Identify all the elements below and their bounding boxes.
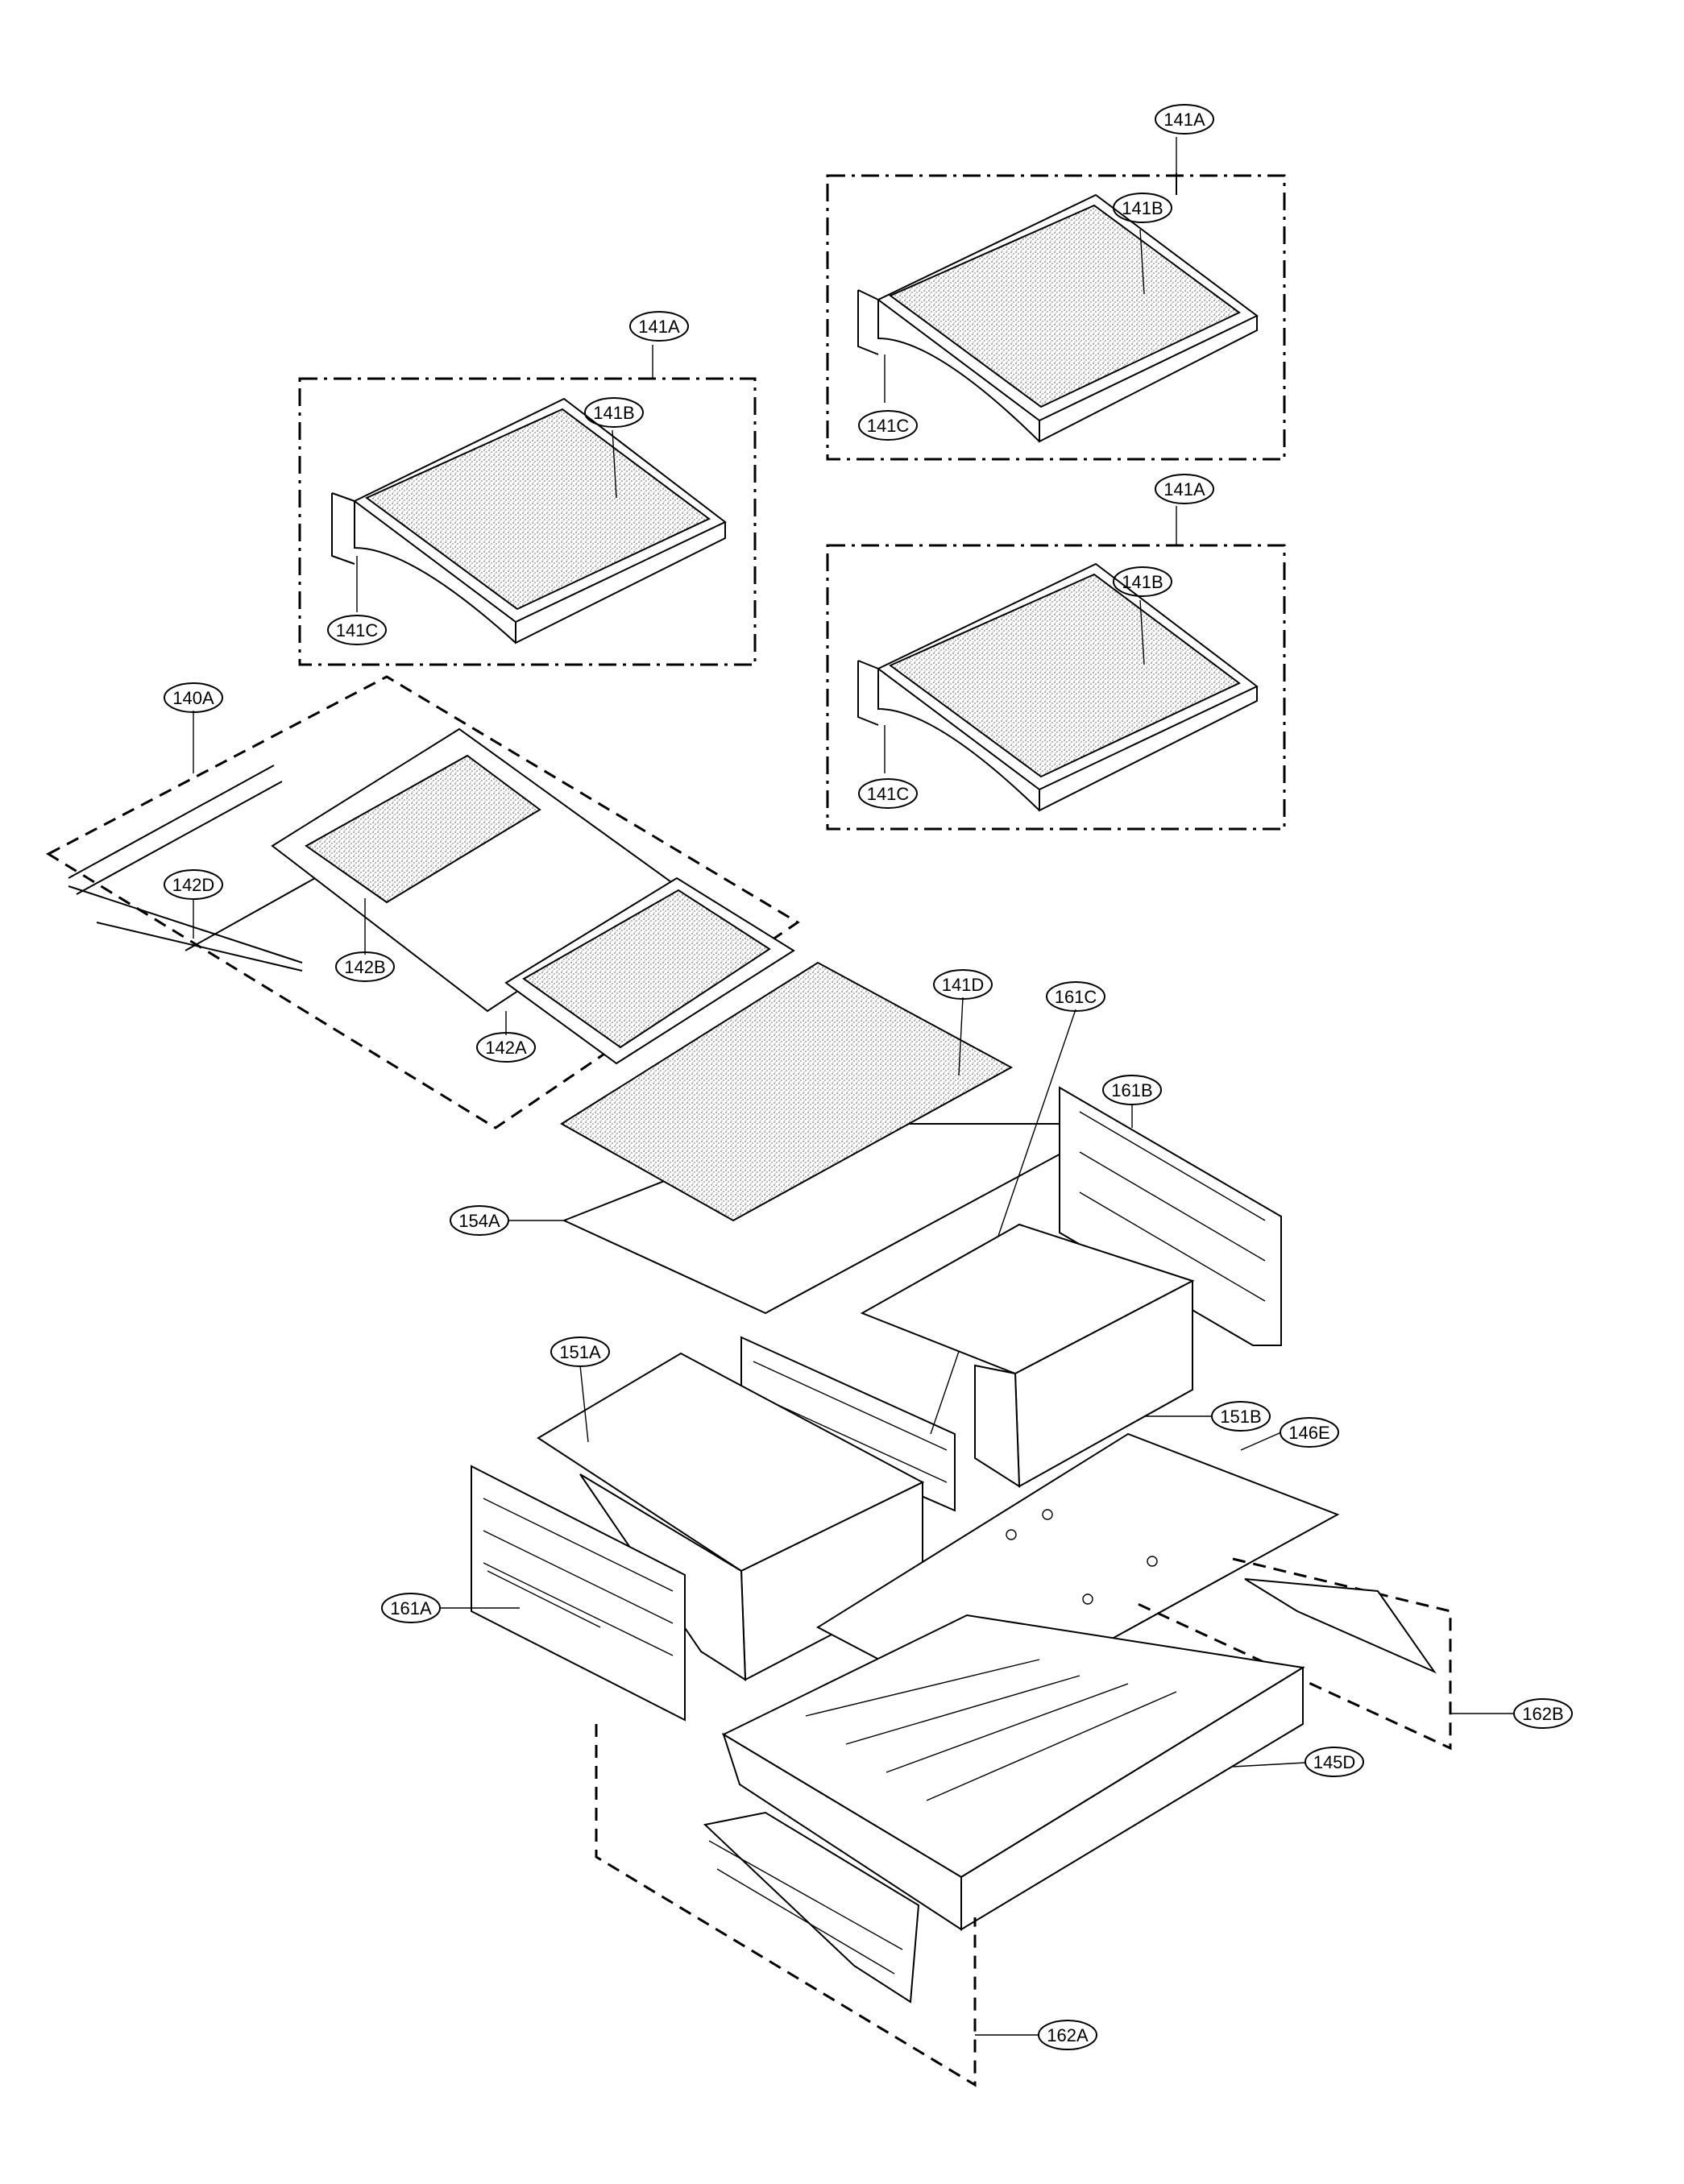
callout-label: 162B xyxy=(1522,1704,1563,1724)
callout-label: 151B xyxy=(1220,1407,1261,1427)
callout-label: 141C xyxy=(336,620,379,640)
callout-151A: 151A xyxy=(550,1337,610,1367)
shelf-assembly-left xyxy=(298,377,757,666)
callout-label: 141B xyxy=(1122,198,1163,218)
callout-154A: 154A xyxy=(450,1205,509,1236)
right-side-divider xyxy=(1059,1086,1282,1346)
callout-label: 141C xyxy=(867,416,910,436)
callout-label: 161B xyxy=(1111,1080,1152,1100)
callout-label: 145D xyxy=(1313,1752,1356,1772)
callout-label: 161A xyxy=(390,1598,432,1618)
callout-162A: 162A xyxy=(1038,2020,1097,2050)
callout-141C-top: 141C xyxy=(858,410,918,441)
callout-162B: 162B xyxy=(1513,1698,1573,1729)
left-drawer-rail xyxy=(595,1724,977,2087)
callout-141C-left: 141C xyxy=(327,615,387,645)
callout-141C-mid: 141C xyxy=(858,778,918,809)
callout-label: 142B xyxy=(344,957,385,977)
callout-161C: 161C xyxy=(1046,981,1105,1012)
callout-140A: 140A xyxy=(164,682,223,713)
callout-141A-top: 141A xyxy=(1155,104,1214,135)
callout-label: 161C xyxy=(1055,987,1097,1007)
callout-141B-mid: 141B xyxy=(1113,566,1172,597)
callout-151B: 151B xyxy=(1211,1401,1271,1432)
shelf-assembly-mid-right xyxy=(826,544,1286,831)
callout-label: 141B xyxy=(593,403,634,423)
callout-label: 141A xyxy=(1163,110,1205,130)
callout-141B-left: 141B xyxy=(584,397,644,428)
callout-label: 140A xyxy=(172,688,214,708)
left-side-divider xyxy=(471,1465,686,1722)
right-crisper-drawer xyxy=(860,1223,1195,1488)
callout-label: 141D xyxy=(942,975,985,995)
callout-label: 141A xyxy=(1163,479,1205,499)
shelf-assembly-top-right xyxy=(826,173,1286,461)
callout-label: 142D xyxy=(172,875,215,895)
callout-146E: 146E xyxy=(1280,1417,1339,1448)
split-shelf-assembly xyxy=(45,675,800,1129)
callout-141D: 141D xyxy=(933,969,993,1000)
callout-label: 154A xyxy=(458,1211,500,1231)
callout-141A-left: 141A xyxy=(629,311,689,342)
callout-label: 141C xyxy=(867,784,910,804)
callout-161B: 161B xyxy=(1102,1075,1162,1105)
callout-142A: 142A xyxy=(476,1032,536,1063)
callout-141B-top: 141B xyxy=(1113,193,1172,223)
callout-141A-mid: 141A xyxy=(1155,474,1214,504)
callout-label: 141A xyxy=(638,317,680,337)
pan-drawer xyxy=(721,1614,1305,1931)
callout-label: 151A xyxy=(559,1342,601,1362)
callout-161A: 161A xyxy=(381,1593,441,1623)
callout-label: 146E xyxy=(1288,1423,1329,1443)
callout-142B: 142B xyxy=(335,951,395,982)
callout-label: 141B xyxy=(1122,572,1163,592)
callout-label: 142A xyxy=(485,1038,527,1058)
callout-145D: 145D xyxy=(1304,1747,1364,1777)
callout-142D: 142D xyxy=(164,869,223,900)
callout-label: 162A xyxy=(1047,2025,1089,2045)
